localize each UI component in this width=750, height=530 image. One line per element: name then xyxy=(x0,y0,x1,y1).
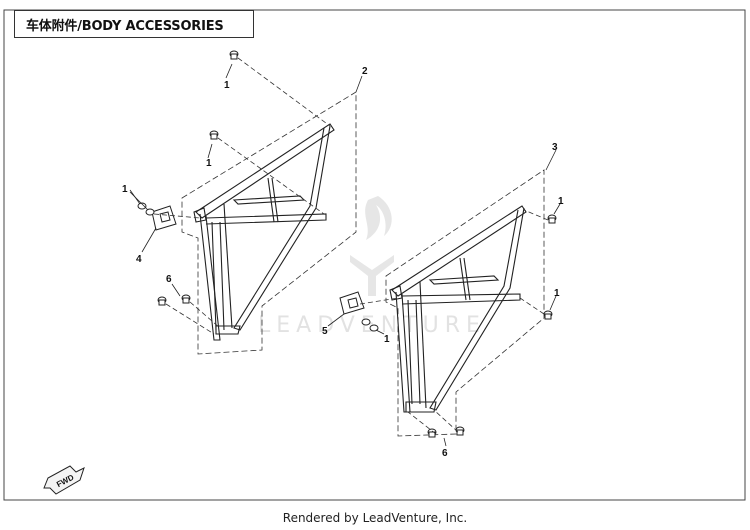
bolt-icon xyxy=(456,429,464,436)
bolt-icon xyxy=(158,299,166,306)
callout-4: 4 xyxy=(136,254,142,265)
left-bolts xyxy=(137,50,239,306)
bolt-icon xyxy=(182,297,190,304)
right-bolts xyxy=(361,214,557,438)
page-title: 车体附件/BODY ACCESSORIES xyxy=(26,19,224,34)
bolt-icon xyxy=(230,53,238,60)
bolt-icon xyxy=(145,208,155,216)
left-group-boundary xyxy=(181,91,357,355)
callout-1b: 1 xyxy=(206,158,212,169)
right-leader-lines xyxy=(359,209,549,435)
watermark-text: LEADVENTURE xyxy=(258,313,486,338)
bolt-icon xyxy=(548,217,556,224)
right-door-frame xyxy=(389,205,527,413)
callout-6a: 6 xyxy=(166,274,172,285)
bolt-icon xyxy=(369,324,379,332)
bolt-icon xyxy=(361,318,371,326)
callout-6b: 6 xyxy=(442,448,448,459)
bolt-icon xyxy=(137,202,147,210)
bolt-icon xyxy=(544,313,552,320)
title-box xyxy=(14,10,254,38)
left-callout-leaders xyxy=(129,63,363,297)
callout-1a: 1 xyxy=(224,80,230,91)
callout-1d: 1 xyxy=(558,196,564,207)
callout-5: 5 xyxy=(322,326,328,337)
left-bracket-4 xyxy=(151,205,177,231)
fwd-arrow-icon: FWD xyxy=(43,465,85,495)
left-leader-lines xyxy=(153,57,331,335)
right-callout-leaders xyxy=(327,149,561,447)
right-bracket-5 xyxy=(339,291,365,315)
callout-1e: 1 xyxy=(554,288,560,299)
diagram-border xyxy=(3,9,746,501)
callout-2: 2 xyxy=(362,66,368,77)
left-door-frame xyxy=(193,123,335,341)
bolt-icon xyxy=(428,431,436,438)
bolt-icon xyxy=(210,133,218,140)
watermark-logo: LEADVENTURE xyxy=(258,196,486,338)
right-group-boundary xyxy=(385,169,545,437)
callout-3: 3 xyxy=(552,142,558,153)
callout-1f: 1 xyxy=(384,334,390,345)
callout-1c: 1 xyxy=(122,184,128,195)
footer-credit: Rendered by LeadVenture, Inc. xyxy=(282,511,468,525)
